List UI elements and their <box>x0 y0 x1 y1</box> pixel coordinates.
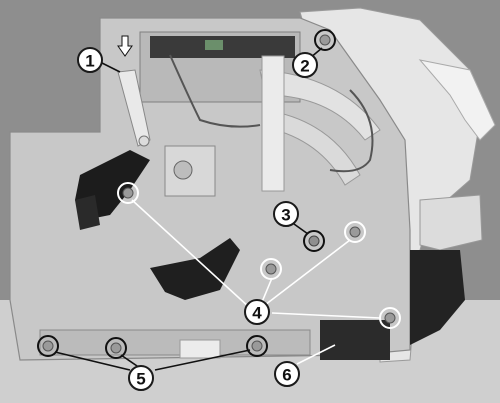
callout-3: 3 <box>273 201 299 227</box>
callout-6: 6 <box>274 361 300 387</box>
down-arrow-icon <box>117 35 133 57</box>
bottom-part-white <box>179 339 221 359</box>
screw <box>251 340 263 352</box>
screw <box>319 34 331 46</box>
leader-line-5c <box>154 349 251 371</box>
screw <box>42 340 54 352</box>
screw-highlight-ring <box>117 182 139 204</box>
screw-highlight-ring <box>344 221 366 243</box>
callout-5-label: 5 <box>136 370 145 389</box>
callout-4-label: 4 <box>252 304 262 323</box>
lever-pivot <box>138 135 150 147</box>
screw-highlight-ring <box>37 335 59 357</box>
callout-1-label: 1 <box>85 52 94 71</box>
leader-line-5a <box>54 351 131 371</box>
leader-line-1 <box>99 61 121 73</box>
gear-hub <box>173 160 193 180</box>
right-flap <box>418 59 496 141</box>
callout-1: 1 <box>77 47 103 73</box>
leader-line-4a <box>131 199 251 309</box>
ribbon-cable <box>261 55 285 192</box>
screw <box>308 235 320 247</box>
screw-highlight-ring <box>303 230 325 252</box>
callout-5: 5 <box>128 365 154 391</box>
right-lower-panel <box>419 194 483 251</box>
screw <box>122 187 134 199</box>
black-cam <box>150 238 240 300</box>
board-component <box>205 40 223 50</box>
leader-line-4b <box>264 239 351 306</box>
leader-line-4c <box>261 277 273 303</box>
black-connector <box>320 320 390 360</box>
callout-2: 2 <box>292 52 318 78</box>
leader-line-3 <box>293 223 309 235</box>
screw <box>265 263 277 275</box>
curved-guide-lower <box>264 109 361 186</box>
lever-arm <box>117 69 151 147</box>
callout-2-label: 2 <box>300 57 309 76</box>
screw <box>349 226 361 238</box>
bottom-rail <box>39 329 311 356</box>
black-bracket-left-lower <box>75 195 100 230</box>
leader-line-4d <box>271 312 381 319</box>
screw-highlight-ring <box>314 29 336 51</box>
callout-4: 4 <box>244 299 270 325</box>
black-right-assembly <box>410 250 465 345</box>
leader-line-6 <box>296 344 336 365</box>
callout-3-label: 3 <box>281 206 290 225</box>
screw-highlight-ring <box>246 335 268 357</box>
screw <box>384 312 396 324</box>
screw-highlight-ring <box>105 337 127 359</box>
wire-bundle <box>169 54 374 173</box>
callout-6-label: 6 <box>282 366 291 385</box>
screw <box>110 342 122 354</box>
